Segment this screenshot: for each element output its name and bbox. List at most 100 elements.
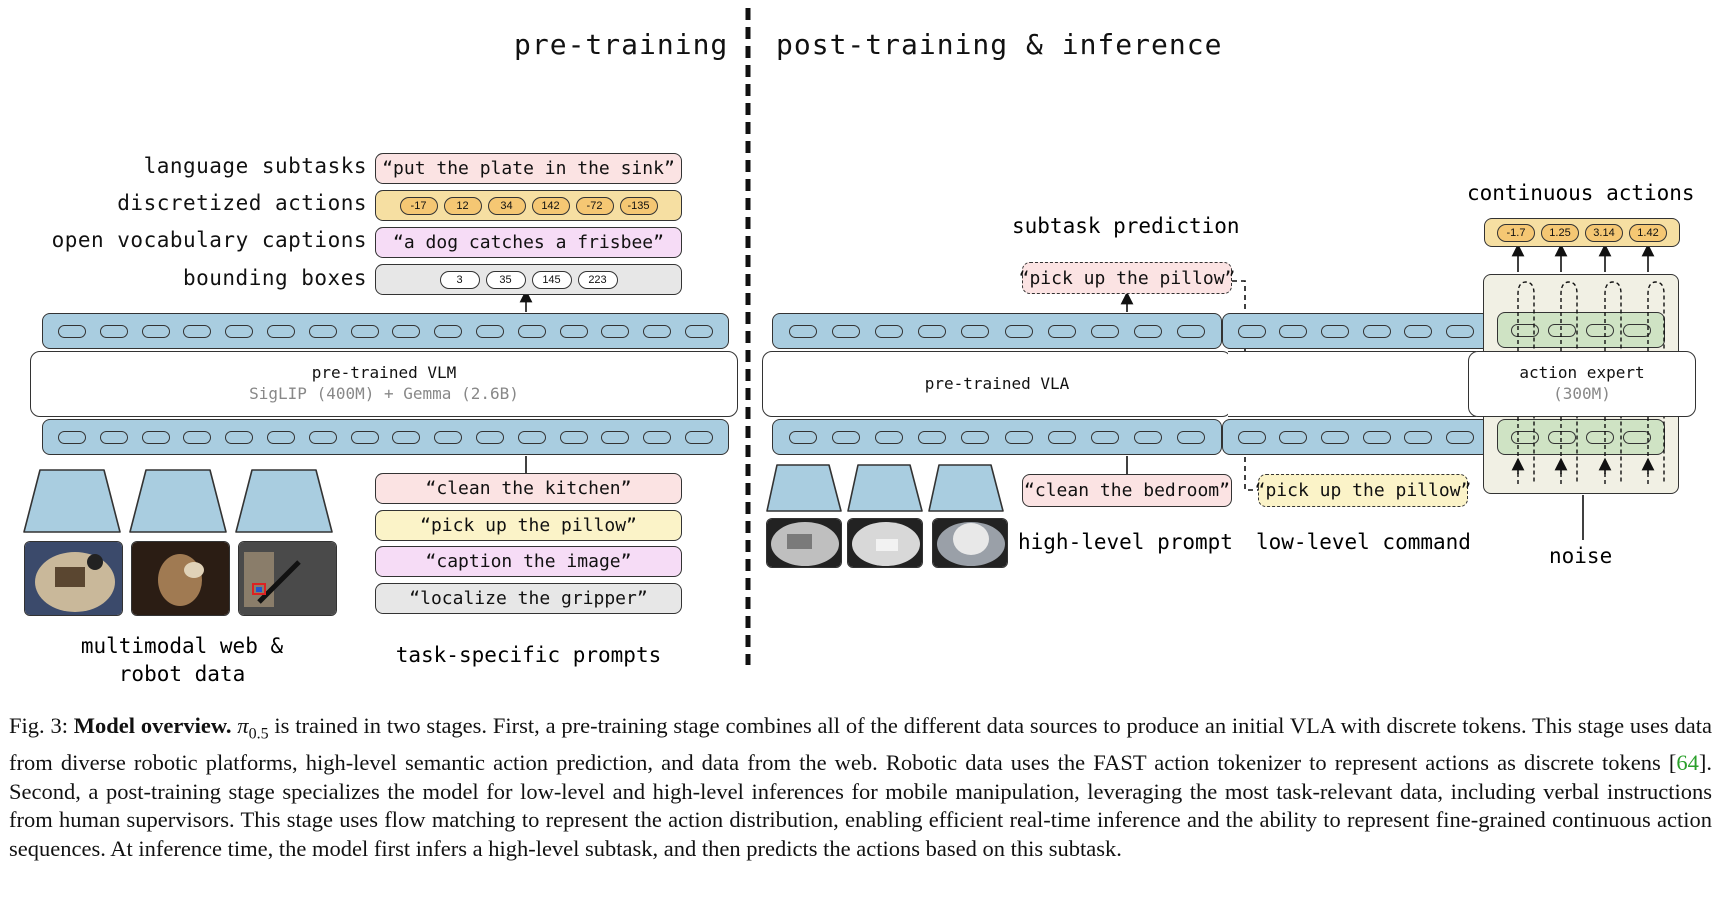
web-image-2 — [131, 541, 230, 616]
label-language-subtasks: language subtasks — [143, 154, 367, 178]
token — [225, 430, 254, 444]
token — [685, 430, 714, 444]
token — [225, 324, 254, 338]
vision-encoders-post — [766, 464, 1004, 512]
token — [1321, 430, 1350, 444]
vla-bottom-token-band-right — [1222, 419, 1490, 455]
high-level-prompt-label: high-level prompt — [1018, 530, 1233, 554]
action-value-2: 3.14 — [1585, 223, 1623, 242]
action-value-0: -1.7 — [1497, 223, 1535, 242]
vlm-name: pre-trained VLM — [311, 363, 457, 383]
flow-loops — [1511, 281, 1665, 484]
discrete-token-4: -72 — [575, 196, 614, 215]
discrete-token-5: -135 — [619, 196, 658, 215]
label-bounding-boxes: bounding boxes — [182, 266, 367, 290]
figure-caption: Fig. 3: Model overview. π0.5 is trained … — [9, 712, 1712, 863]
token — [1004, 324, 1033, 338]
pretrained-vla-block: pre-trained VLA — [762, 351, 1232, 417]
token — [788, 324, 817, 338]
token — [1548, 323, 1577, 337]
language-subtask-box: “put the plate in the sink” — [375, 153, 682, 184]
expert-top-token-band — [1497, 312, 1665, 348]
token — [183, 324, 212, 338]
token — [266, 430, 295, 444]
task-prompts-label: task-specific prompts — [395, 643, 662, 667]
discrete-token-3: 142 — [531, 196, 570, 215]
token — [434, 430, 463, 444]
token — [1237, 324, 1266, 338]
vlm-top-token-band — [42, 313, 729, 349]
bbox-token-2: 145 — [531, 270, 572, 289]
token — [1404, 324, 1433, 338]
token — [1362, 430, 1391, 444]
vla-top-token-band-right — [1222, 313, 1490, 349]
token — [788, 430, 817, 444]
token — [308, 430, 337, 444]
action-expert-block: action expert (300M) — [1468, 351, 1696, 417]
token — [601, 430, 630, 444]
token — [517, 324, 546, 338]
token — [601, 324, 630, 338]
data-source-label: multimodal web & robot data — [80, 634, 284, 686]
vlm-components: SigLIP (400M) + Gemma (2.6B) — [249, 384, 519, 403]
web-image-3 — [238, 541, 337, 616]
token — [1090, 324, 1119, 338]
prompt-caption-image: “caption the image” — [375, 546, 682, 577]
vision-encoders-pre — [23, 469, 333, 533]
token — [1047, 430, 1076, 444]
bbox-token-3: 223 — [577, 270, 618, 289]
model-symbol: π — [237, 713, 249, 738]
token — [643, 324, 672, 338]
discrete-token-0: -17 — [399, 196, 438, 215]
expert-size: (300M) — [1553, 384, 1611, 403]
token — [1279, 430, 1308, 444]
bbox-token-1: 35 — [485, 270, 526, 289]
token — [1090, 430, 1119, 444]
token — [1585, 323, 1614, 337]
robot-camera-3 — [932, 518, 1008, 568]
token — [1510, 430, 1539, 444]
caption-text-a: is trained in two stages. First, a pre-t… — [9, 713, 1712, 775]
token — [1047, 324, 1076, 338]
token — [1177, 430, 1206, 444]
token — [1623, 323, 1652, 337]
caption-text-b: ]. Second, a post-training stage special… — [9, 750, 1712, 861]
token — [1446, 430, 1475, 444]
token — [1623, 430, 1652, 444]
token — [350, 324, 379, 338]
token — [1510, 323, 1539, 337]
robot-camera-2 — [847, 518, 923, 568]
vla-top-token-band — [772, 313, 1222, 349]
expert-bottom-token-band — [1497, 419, 1665, 455]
token — [961, 430, 990, 444]
prompt-pick-pillow: “pick up the pillow” — [375, 510, 682, 541]
token — [183, 430, 212, 444]
token — [476, 430, 505, 444]
token — [559, 324, 588, 338]
discrete-token-2: 34 — [487, 196, 526, 215]
token — [517, 430, 546, 444]
vla-block-extension — [1228, 351, 1476, 417]
caption-prefix: Fig. 3: — [9, 713, 74, 738]
caption-output-box: “a dog catches a frisbee” — [375, 227, 682, 258]
web-image-1 — [24, 541, 123, 616]
token — [1004, 430, 1033, 444]
label-discretized-actions: discretized actions — [117, 191, 367, 215]
token — [57, 430, 86, 444]
action-value-3: 1.42 — [1629, 223, 1667, 242]
caption-bold: Model overview. — [73, 713, 232, 738]
token — [266, 324, 295, 338]
expert-name: action expert — [1519, 363, 1645, 383]
token — [831, 324, 860, 338]
low-level-command-label: low-level command — [1256, 530, 1471, 554]
token — [685, 324, 714, 338]
token — [559, 430, 588, 444]
continuous-actions-label: continuous actions — [1467, 181, 1695, 205]
token — [874, 430, 903, 444]
citation-link[interactable]: 64 — [1676, 750, 1699, 775]
noise-label: noise — [1549, 544, 1613, 568]
